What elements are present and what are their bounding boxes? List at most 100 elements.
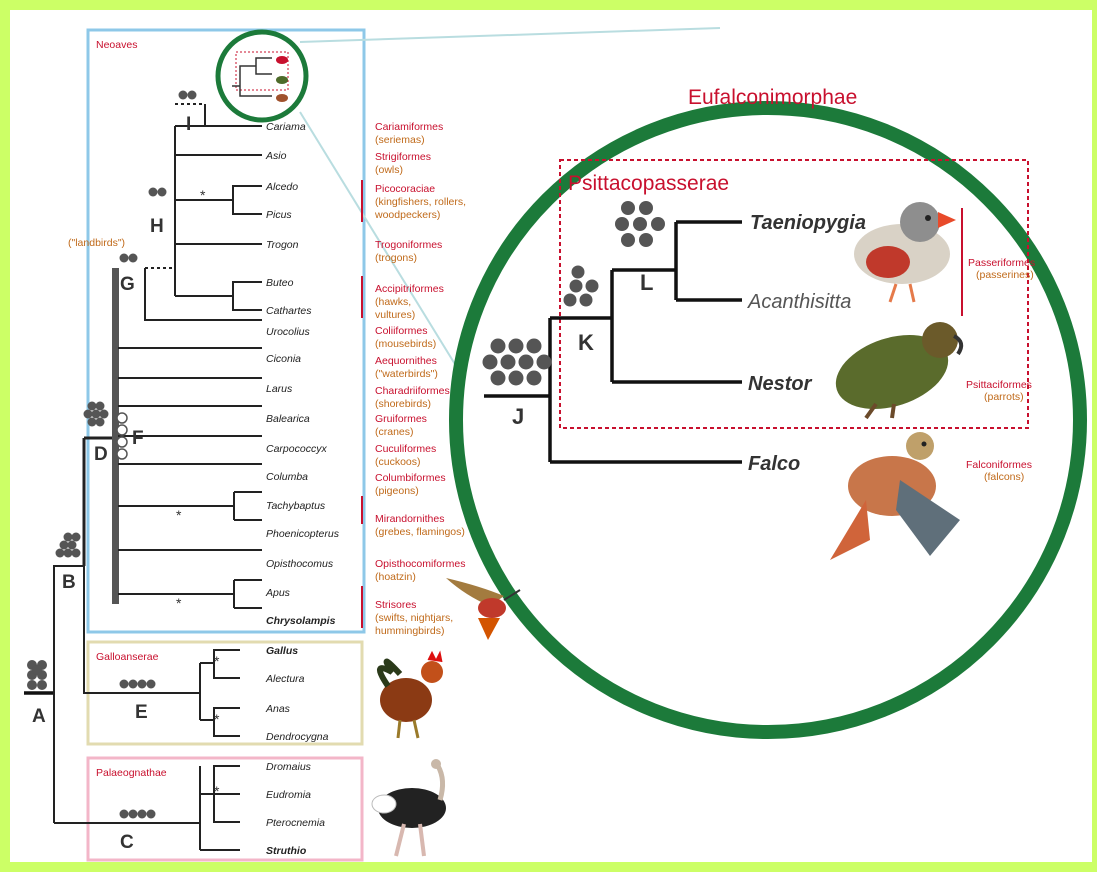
taxon-labels: Cariama Asio Alcedo Picus Trogon Buteo C… bbox=[265, 121, 340, 857]
inset-dots bbox=[482, 201, 665, 386]
taxon-tachybaptus: Tachybaptus bbox=[266, 500, 326, 512]
inset-subtitle: Psittacopasserae bbox=[568, 172, 729, 195]
order-common: (hoatzin) bbox=[375, 571, 416, 583]
order-common: (cranes) bbox=[375, 426, 414, 438]
palaeognathae-label: Palaeognathae bbox=[96, 767, 167, 779]
order-common: (kingfishers, rollers, bbox=[375, 196, 466, 208]
order-common: (cuckoos) bbox=[375, 456, 421, 468]
inset-taxon-acanthisitta: Acanthisitta bbox=[747, 291, 851, 313]
hummingbird-illustration bbox=[446, 578, 521, 640]
order-name: Strisores bbox=[375, 599, 416, 611]
psittacopasserae-box bbox=[559, 159, 1029, 429]
order-common: (seriemas) bbox=[375, 134, 425, 146]
svg-text:*: * bbox=[214, 783, 220, 799]
order-common: vultures) bbox=[375, 309, 415, 321]
taxon-alectura: Alectura bbox=[265, 673, 305, 685]
genome-dots bbox=[27, 90, 197, 819]
order-common: (hawks, bbox=[375, 296, 411, 308]
inset-title: Eufalconimorphae bbox=[688, 86, 857, 109]
order-common: (swifts, nightjars, bbox=[375, 612, 453, 624]
inset-order-name: Psittaciformes bbox=[966, 379, 1032, 391]
taxon-ciconia: Ciconia bbox=[266, 353, 301, 365]
main-tree bbox=[24, 103, 262, 851]
taxon-apus: Apus bbox=[265, 587, 291, 599]
order-name: Columbiformes bbox=[375, 472, 446, 484]
taxon-larus: Larus bbox=[266, 383, 293, 395]
svg-text:*: * bbox=[214, 711, 220, 727]
order-name: Opisthocomiformes bbox=[375, 558, 465, 570]
order-name: Picocoraciae bbox=[375, 183, 435, 195]
landbirds-label: ("landbirds") bbox=[68, 237, 125, 249]
inset-order-common: (falcons) bbox=[984, 471, 1024, 483]
order-common: hummingbirds) bbox=[375, 625, 444, 637]
rooster-illustration bbox=[377, 650, 443, 739]
svg-text:*: * bbox=[200, 187, 206, 203]
node-h: H bbox=[150, 216, 164, 237]
inset-order-common: (passerines) bbox=[976, 269, 1034, 281]
node-f: F bbox=[132, 428, 144, 449]
svg-text:*: * bbox=[176, 507, 182, 523]
order-name: Cuculiformes bbox=[375, 443, 436, 455]
kestrel-illustration bbox=[830, 432, 960, 560]
taxon-trogon: Trogon bbox=[266, 239, 299, 251]
taxon-opisthocomus: Opisthocomus bbox=[266, 558, 334, 570]
order-labels: Cariamiformes (seriemas) Strigiformes (o… bbox=[374, 121, 466, 637]
svg-text:*: * bbox=[214, 653, 220, 669]
inset-order-name: Falconiformes bbox=[966, 459, 1032, 471]
svg-text:*: * bbox=[176, 595, 182, 611]
taxon-balearica: Balearica bbox=[266, 413, 310, 425]
taxon-gallus: Gallus bbox=[266, 645, 298, 657]
taxon-carpococcyx: Carpococcyx bbox=[266, 443, 327, 455]
node-b: B bbox=[62, 572, 76, 593]
node-c: C bbox=[120, 832, 134, 853]
taxon-phoenicopterus: Phoenicopterus bbox=[266, 528, 340, 540]
order-common: (pigeons) bbox=[375, 485, 419, 497]
node-d: D bbox=[94, 444, 108, 465]
palaeognathae-box bbox=[86, 756, 364, 862]
taxon-cariama: Cariama bbox=[266, 121, 306, 133]
order-common: (owls) bbox=[375, 164, 403, 176]
neoaves-box bbox=[86, 28, 366, 634]
taxon-chrysolampis: Chrysolampis bbox=[266, 615, 336, 627]
taxon-picus: Picus bbox=[266, 209, 292, 221]
zebra-finch-illustration bbox=[854, 202, 956, 303]
taxon-dendrocygna: Dendrocygna bbox=[266, 731, 329, 743]
order-common: ("waterbirds") bbox=[375, 368, 438, 380]
taxon-urocolius: Urocolius bbox=[266, 326, 311, 338]
taxon-asio: Asio bbox=[265, 150, 287, 162]
order-name: Cariamiformes bbox=[375, 121, 443, 133]
order-name: Trogoniformes bbox=[375, 239, 442, 251]
taxon-eudromia: Eudromia bbox=[266, 789, 311, 801]
taxon-anas: Anas bbox=[265, 703, 291, 715]
order-name: Aequornithes bbox=[375, 355, 437, 367]
node-e: E bbox=[135, 702, 148, 723]
inset-taxon-falco: Falco bbox=[748, 453, 800, 475]
order-common: (shorebirds) bbox=[375, 398, 431, 410]
order-name: Accipitriformes bbox=[375, 283, 444, 295]
taxon-struthio: Struthio bbox=[266, 845, 307, 857]
inset-order-common: (parrots) bbox=[984, 391, 1024, 403]
inset-node-l: L bbox=[640, 270, 653, 295]
taxon-pterocnemia: Pterocnemia bbox=[266, 817, 325, 829]
zoom-connector-top bbox=[299, 27, 721, 43]
inset-circle: Eufalconimorphae Psittacopasserae J K L … bbox=[449, 86, 1087, 739]
galloanserae-label: Galloanserae bbox=[96, 651, 159, 663]
taxon-buteo: Buteo bbox=[266, 277, 294, 289]
order-name: Charadriiformes bbox=[375, 385, 450, 397]
inset-taxon-taeniopygia: Taeniopygia bbox=[750, 212, 866, 234]
order-common: (grebes, flamingos) bbox=[375, 526, 465, 538]
order-name: Mirandornithes bbox=[375, 513, 444, 525]
taxon-cathartes: Cathartes bbox=[266, 305, 312, 317]
inset-node-k: K bbox=[578, 330, 594, 355]
node-a: A bbox=[32, 706, 46, 727]
order-name: Gruiformes bbox=[375, 413, 427, 425]
inset-thumbnail bbox=[215, 29, 309, 123]
node-g: G bbox=[120, 274, 135, 295]
node-f-hollow-dots bbox=[116, 412, 128, 460]
node-i: I bbox=[186, 114, 191, 135]
inset-taxon-nestor: Nestor bbox=[748, 373, 813, 395]
kea-illustration bbox=[835, 322, 964, 420]
f-backbone bbox=[112, 268, 119, 604]
